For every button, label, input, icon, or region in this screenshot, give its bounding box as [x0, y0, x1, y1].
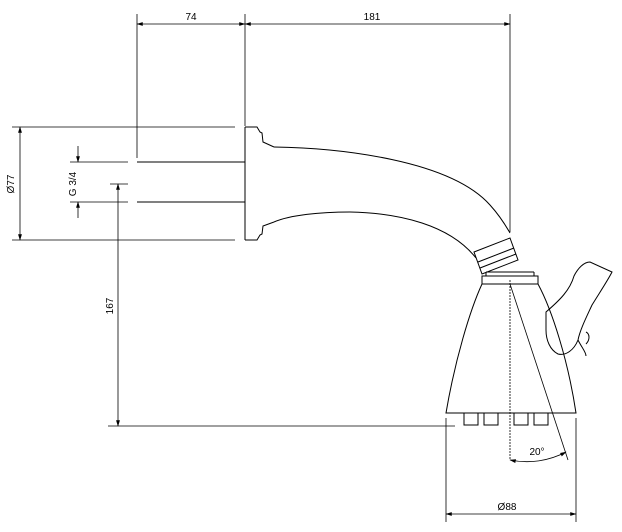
- dimension-181: 181: [244, 12, 511, 232]
- shower-head: [445, 271, 577, 426]
- nozzle: [463, 412, 479, 426]
- dimension-flange-diameter: Ø77: [6, 126, 235, 241]
- dimension-label-head-diameter: Ø88: [498, 502, 517, 513]
- dimension-tilt-angle: 20°: [509, 280, 569, 464]
- dimension-label-74: 74: [185, 12, 197, 23]
- nozzle: [533, 412, 549, 426]
- dimension-label-flange-diameter: Ø77: [6, 174, 17, 193]
- shower-arm: [244, 126, 519, 275]
- nozzle: [513, 412, 529, 426]
- dimension-height: 167: [105, 183, 455, 427]
- dimension-label-tilt-angle: 20°: [529, 447, 544, 458]
- dimension-thread: G 3/4: [68, 146, 128, 218]
- dimension-label-height: 167: [105, 297, 116, 314]
- dimension-head-diameter: Ø88: [445, 418, 577, 522]
- nozzle: [483, 412, 499, 426]
- wall-pipe: [137, 161, 245, 203]
- dimension-label-thread: G 3/4: [68, 171, 79, 196]
- side-lever: [545, 261, 613, 357]
- dimension-74: 74: [136, 12, 246, 158]
- dimension-label-181: 181: [364, 12, 381, 23]
